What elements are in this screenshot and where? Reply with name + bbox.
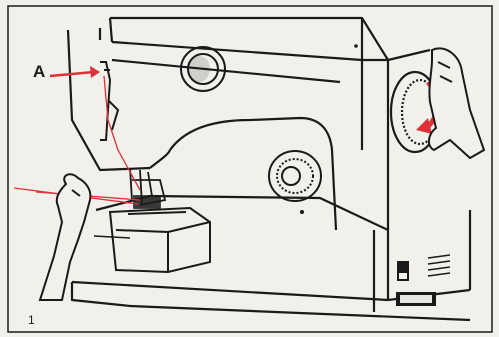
tension-dial-icon	[269, 151, 321, 201]
power-switch-icon	[398, 262, 408, 280]
thread-take-up-lever	[100, 62, 118, 140]
vent-grille	[428, 255, 450, 276]
screw	[300, 210, 304, 214]
screw	[354, 44, 358, 48]
top-dial-icon	[181, 47, 225, 91]
thread-end	[94, 236, 130, 238]
hand-right-icon	[429, 48, 484, 158]
free-arm-bed	[110, 208, 210, 272]
model-badge	[396, 292, 436, 306]
pointer-arrow-a	[50, 66, 100, 78]
label-a: A	[33, 62, 45, 82]
presser-foot	[130, 168, 165, 208]
figure-number: 1	[28, 313, 35, 327]
